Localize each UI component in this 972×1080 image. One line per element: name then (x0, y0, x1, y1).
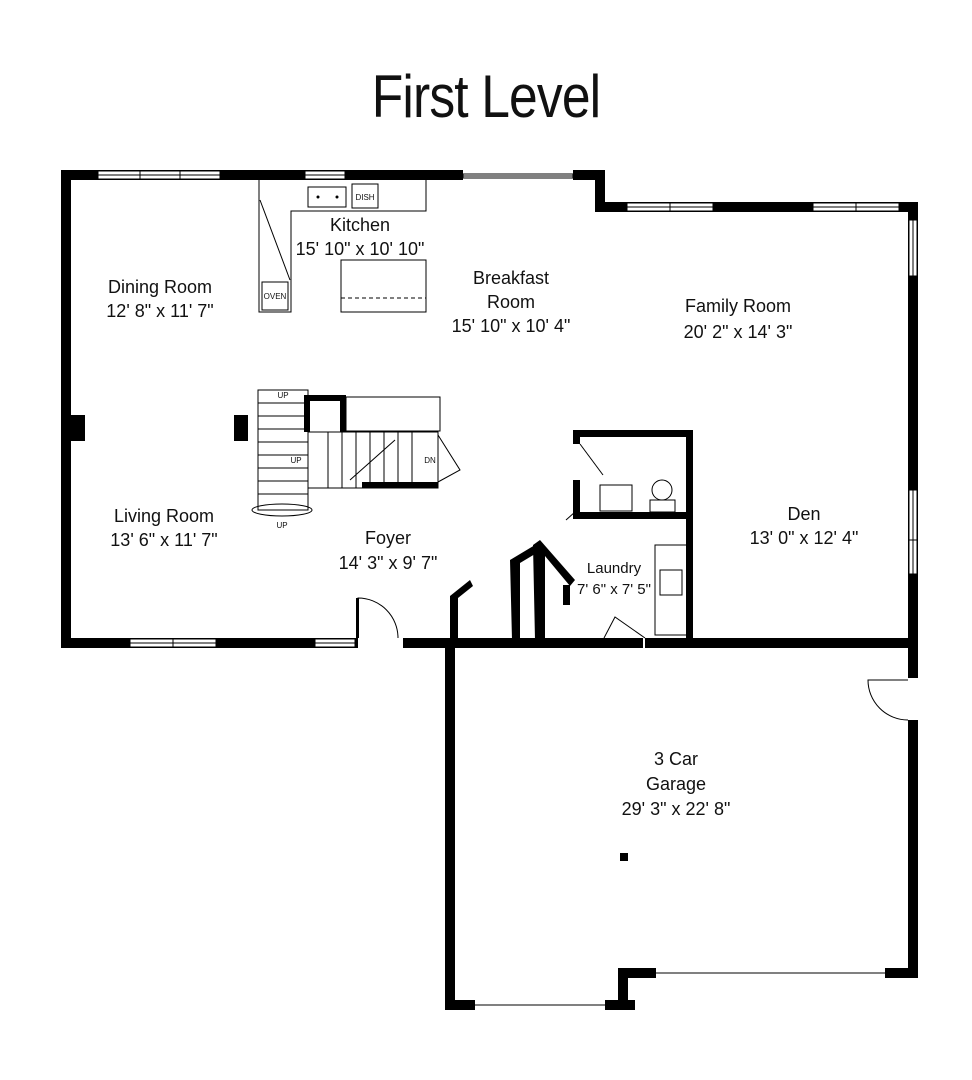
garage-name-1: 3 Car (654, 749, 698, 769)
foyer-name: Foyer (365, 528, 411, 548)
living-size: 13' 6" x 11' 7" (110, 530, 217, 550)
family-size: 20' 2" x 14' 3" (684, 322, 793, 342)
kitchen-size: 15' 10" x 10' 10" (296, 239, 425, 259)
den-name: Den (787, 504, 820, 524)
plan-title: First Level (371, 63, 601, 130)
garage-name-2: Garage (646, 774, 706, 794)
foyer-size: 14' 3" x 9' 7" (339, 553, 438, 573)
staircase (251, 389, 461, 517)
oven-label: OVEN (264, 292, 287, 301)
family-name: Family Room (685, 296, 791, 316)
kitchen-name: Kitchen (330, 215, 390, 235)
dishwasher-label: DISH (355, 193, 374, 202)
breakfast-name-1: Breakfast (473, 268, 549, 288)
breakfast-name-2: Room (487, 292, 535, 312)
stair-up-label-2: UP (290, 456, 301, 465)
kitchen-counters (258, 180, 427, 313)
living-name: Living Room (114, 506, 214, 526)
den-size: 13' 0" x 12' 4" (750, 528, 859, 548)
garage-size: 29' 3" x 22' 8" (622, 799, 731, 819)
windows (97, 170, 918, 648)
stair-dn-label: DN (424, 456, 436, 465)
laundry-size: 7' 6" x 7' 5" (577, 581, 651, 598)
interior-walls (450, 430, 693, 640)
laundry-name: Laundry (587, 560, 642, 577)
dining-size: 12' 8" x 11' 7" (106, 301, 213, 321)
stair-up-label-1: UP (277, 391, 288, 400)
breakfast-size: 15' 10" x 10' 4" (452, 316, 571, 336)
garage-walls (445, 640, 918, 1010)
entry-door (357, 597, 399, 639)
dining-name: Dining Room (108, 277, 212, 297)
stair-up-label-3: UP (276, 521, 287, 530)
exterior-walls (61, 170, 918, 648)
